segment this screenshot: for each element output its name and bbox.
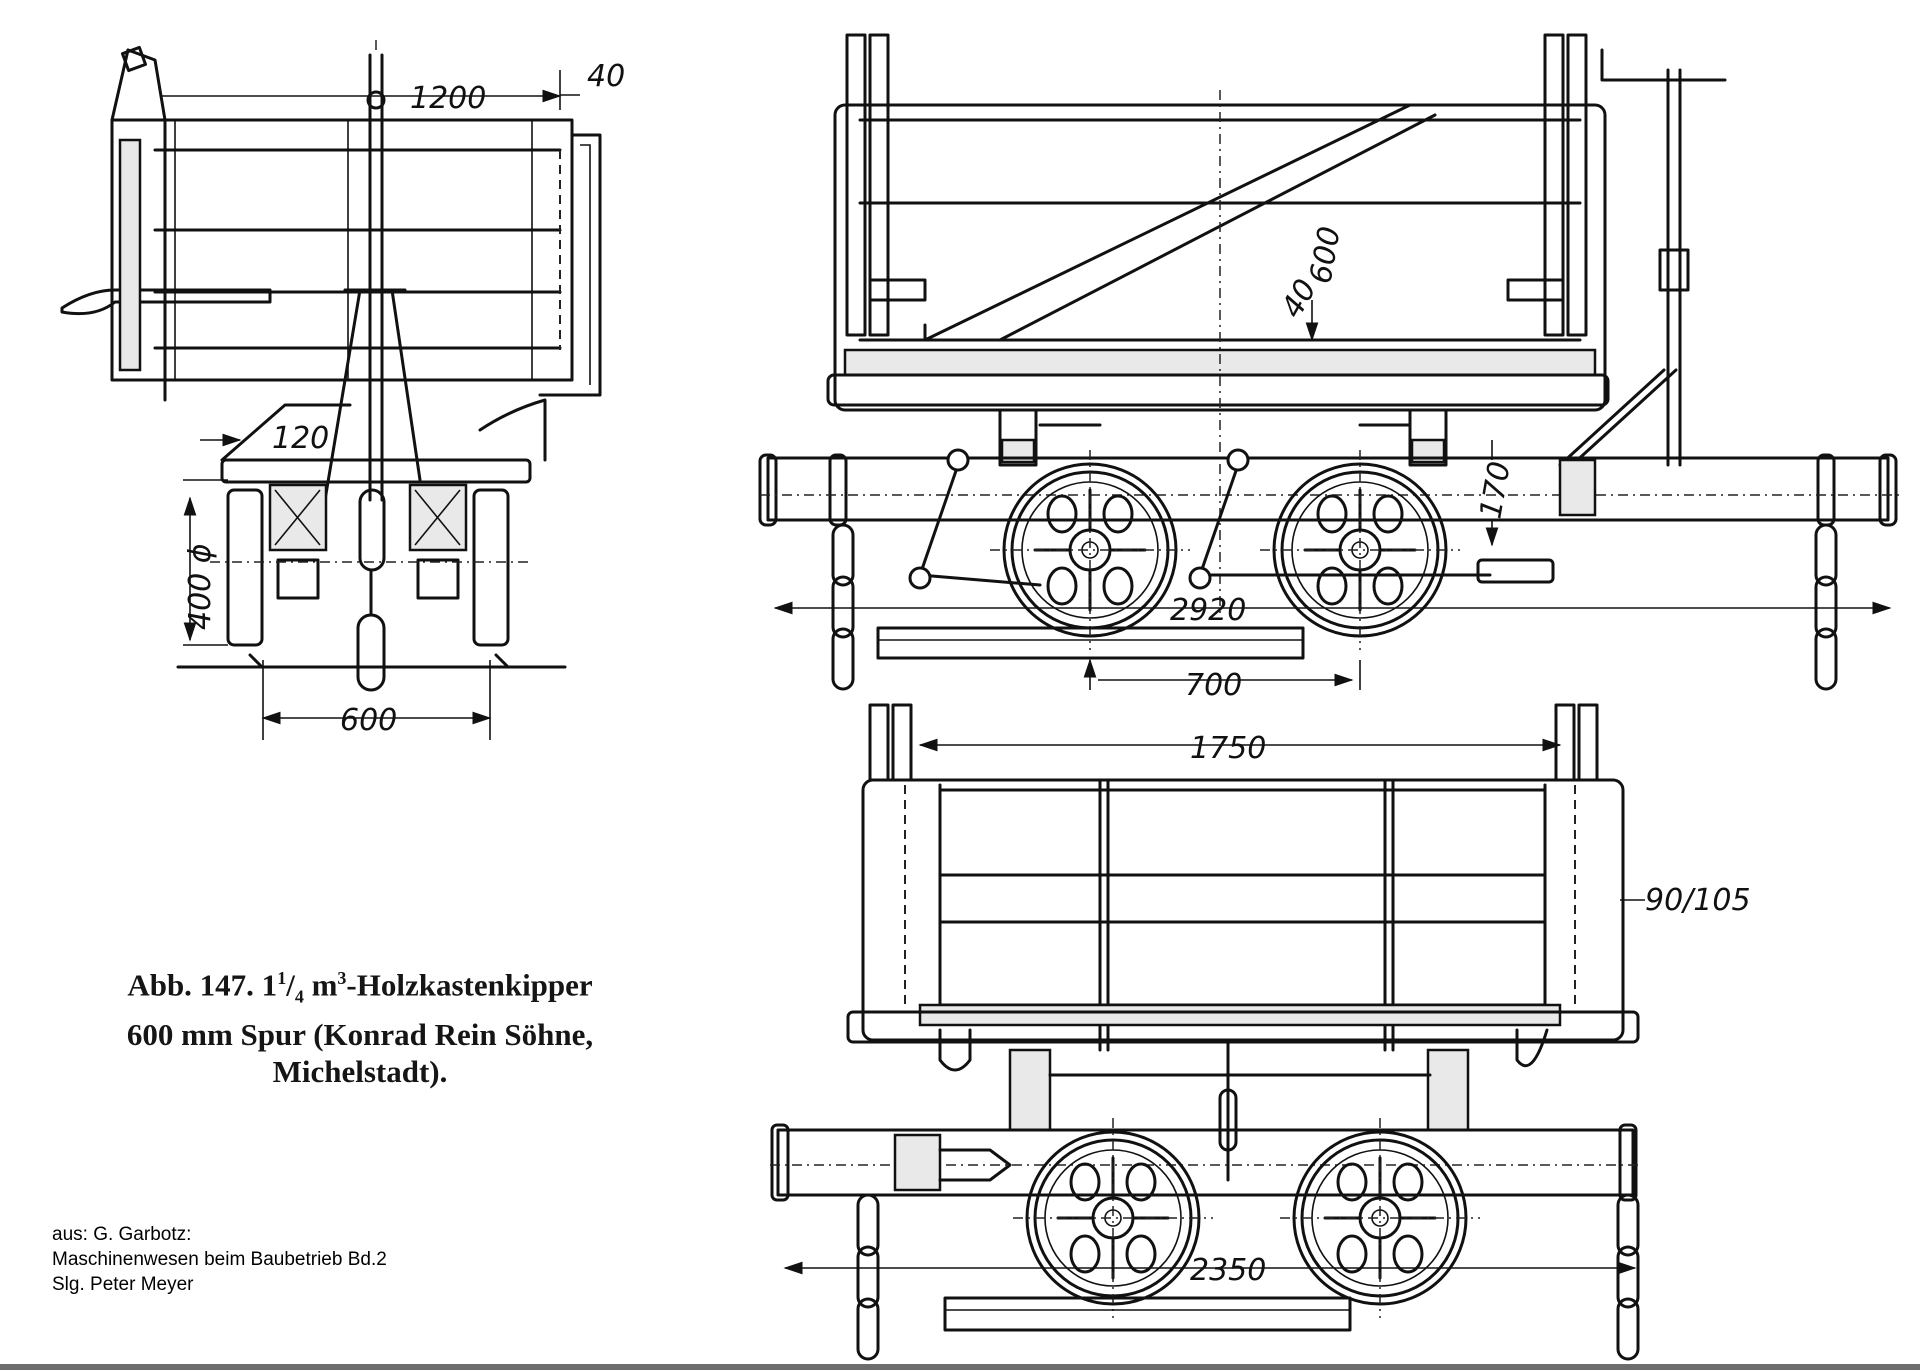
figure-caption: Abb. 147. 11/4 m3-Holzkastenkipper 600 m… xyxy=(55,960,665,1090)
dim-frame-height: 170 xyxy=(1473,459,1517,521)
caption-suffix: -Holzkastenkipper xyxy=(346,967,593,1003)
dim-length-over-buffers: 2920 xyxy=(1170,593,1246,628)
bottom-border xyxy=(0,1364,1920,1370)
credit-line-2: Maschinenwesen beim Baubetrieb Bd.2 xyxy=(52,1249,387,1270)
caption-line-1: Abb. 147. 11/4 m3-Holzkastenkipper xyxy=(127,967,593,1007)
dim-plank-section: 90/105 xyxy=(1645,883,1751,918)
box-end-outline xyxy=(110,118,574,382)
dim-wheelbase: 700 xyxy=(1185,668,1242,703)
caption-line-3: Michelstadt). xyxy=(272,1053,448,1089)
caption-unit-exp: 3 xyxy=(337,968,347,988)
side-view: 2920 700 170 600 40 xyxy=(758,33,1900,703)
dim-axle-height: 120 xyxy=(272,421,329,456)
dim-frame-length: 2350 xyxy=(1190,1253,1266,1288)
caption-prefix: Abb. 147. 1 xyxy=(127,967,278,1003)
dim-overhang: 40 xyxy=(587,59,625,94)
caption-line-2: 600 mm Spur (Konrad Rein Söhne, xyxy=(126,1016,594,1052)
credit-line-3: Slg. Peter Meyer xyxy=(52,1274,194,1295)
source-credit: aus: G. Garbotz: Maschinenwesen beim Bau… xyxy=(52,1222,387,1297)
dim-box-height: 600 xyxy=(1303,224,1347,286)
lower-chassis-beam xyxy=(776,1128,1635,1197)
caption-frac-num: 1 xyxy=(277,968,287,988)
caption-unit: m xyxy=(303,967,338,1003)
credit-line-1: aus: G. Garbotz: xyxy=(52,1224,192,1245)
caption-frac-den: 4 xyxy=(294,986,304,1007)
dim-wheel-diameter: 400 ϕ xyxy=(183,543,218,630)
side-view-lower: 1750 90/105 2350 xyxy=(770,703,1751,1361)
lower-rail xyxy=(943,1296,1352,1332)
end-view: 1200 40 120 400 ϕ 600 xyxy=(60,40,625,740)
end-chassis xyxy=(220,458,532,484)
box-lower-outline xyxy=(861,778,1625,1042)
dim-box-length: 1750 xyxy=(1190,731,1266,766)
dim-gauge: 600 xyxy=(340,703,397,738)
dim-box-width: 1200 xyxy=(410,81,486,116)
chassis-beam xyxy=(766,456,1890,522)
